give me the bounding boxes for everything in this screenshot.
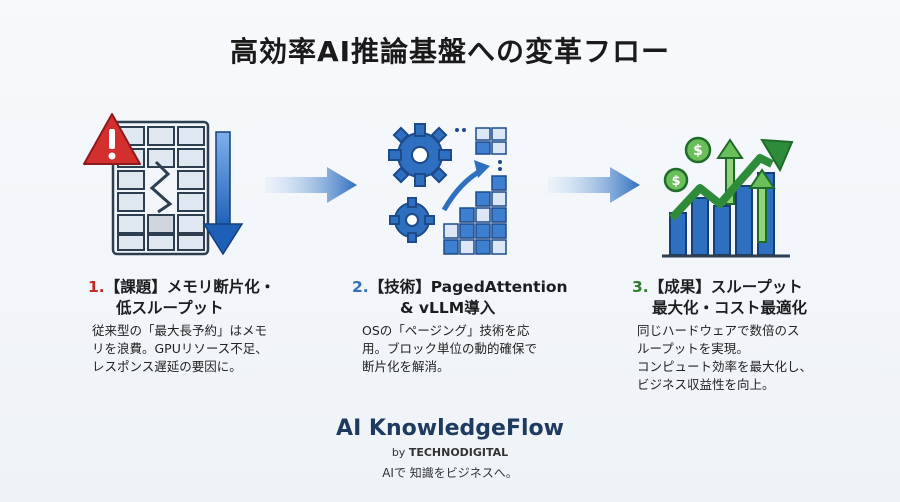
step-2-desc-line: 断片化を解消。 xyxy=(362,359,450,374)
step-3-title-line1: 【成果】スループット xyxy=(648,278,803,296)
step-3-title: 3.【成果】スループット 最大化・コスト最適化 xyxy=(632,277,852,319)
step-2-description: OSの「ページング」技術を応 用。ブロック単位の動的確保で 断片化を解消。 xyxy=(362,322,572,376)
step-3-desc-line: 同じハードウェアで数倍のス xyxy=(637,323,800,338)
step-3-desc-line: ループットを実現。 xyxy=(637,341,749,356)
brand-company: TECHNODIGITAL xyxy=(408,446,509,459)
brand-logo-text: AI KnowledgeFlow xyxy=(336,416,564,441)
svg-text:$: $ xyxy=(693,143,703,159)
step-3-title-line2: 最大化・コスト最適化 xyxy=(652,299,808,317)
step-2-title-line1: 【技術】PagedAttention xyxy=(368,278,568,296)
brand-by-word: by xyxy=(391,446,406,459)
step-2-title: 2.【技術】PagedAttention & vLLM導入 xyxy=(352,277,582,319)
flow-arrow-2 xyxy=(548,165,643,205)
step-3-number: 3. xyxy=(632,278,649,296)
step-1-title-line1: 【課題】メモリ断片化・ xyxy=(104,278,276,296)
flow-arrow-1 xyxy=(265,165,360,205)
brand-byline: by TECHNODIGITAL xyxy=(0,446,900,459)
brand-tagline: AIで 知識をビジネスへ。 xyxy=(382,466,518,480)
step-1-description: 従来型の「最大長予約」はメモ リを浪費。GPUリソース不足、 レスポンス遅延の要… xyxy=(92,322,302,376)
step-1-title-line2: 低スループット xyxy=(116,299,224,317)
step-2-title-line2: & vLLM導入 xyxy=(400,299,496,317)
step-3-description: 同じハードウェアで数倍のス ループットを実現。 コンピュート効率を最大化し、 ビ… xyxy=(637,322,857,394)
step-1-title: 1.【課題】メモリ断片化・ 低スループット xyxy=(88,277,288,319)
step-3-desc-line: コンピュート効率を最大化し、 xyxy=(637,359,813,374)
step-2-desc-line: 用。ブロック単位の動的確保で xyxy=(362,341,538,356)
page-title: 高効率AI推論基盤への変革フロー xyxy=(229,35,671,68)
fragmented-memory-warning-icon xyxy=(78,112,248,262)
step-1-desc-line: 従来型の「最大長予約」はメモ xyxy=(92,323,268,338)
step-2-number: 2. xyxy=(352,278,369,296)
growth-chart-coins-icon: $ $ xyxy=(660,118,800,263)
gears-blocks-icon xyxy=(382,120,522,260)
step-1-desc-line: レスポンス遅延の要因に。 xyxy=(92,359,242,374)
step-1-number: 1. xyxy=(88,278,105,296)
step-2-desc-line: OSの「ページング」技術を応 xyxy=(362,323,530,338)
step-3-desc-line: ビジネス収益性を向上。 xyxy=(637,377,775,392)
svg-text:$: $ xyxy=(671,174,680,189)
step-1-desc-line: リを浪費。GPUリソース不足、 xyxy=(92,341,268,356)
